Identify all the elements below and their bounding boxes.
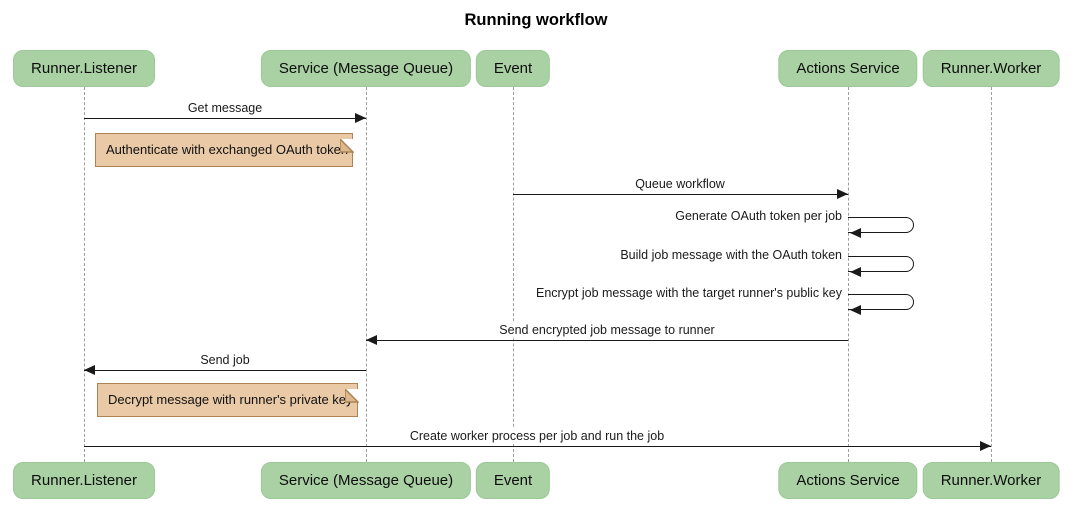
note-decrypt: Decrypt message with runner's private ke…: [97, 383, 360, 417]
note-fold-icon: [343, 383, 360, 403]
message-get-message-line: [84, 118, 366, 119]
lifeline-runner-listener: [84, 87, 85, 462]
message-build-job-self-loop: [848, 256, 914, 272]
participant-bottom-service-message-queue: Service (Message Queue): [260, 462, 472, 499]
message-send-encrypted-label: Send encrypted job message to runner: [496, 323, 718, 337]
message-send-job-label: Send job: [197, 353, 253, 367]
arrowhead-left-icon: [366, 335, 377, 345]
participant-top-service-message-queue: Service (Message Queue): [260, 50, 472, 87]
message-generate-oauth-label: Generate OAuth token per job: [675, 209, 842, 223]
message-get-message-label: Get message: [184, 101, 266, 115]
arrowhead-left-icon: [850, 305, 861, 315]
lifeline-runner-worker: [991, 87, 992, 462]
arrowhead-left-icon: [84, 365, 95, 375]
participant-top-actions-service: Actions Service: [778, 50, 918, 87]
participant-bottom-runner-worker: Runner.Worker: [922, 462, 1060, 499]
arrowhead-right-icon: [837, 189, 848, 199]
participant-bottom-actions-service: Actions Service: [778, 462, 918, 499]
participant-bottom-event: Event: [475, 462, 551, 499]
arrowhead-left-icon: [850, 228, 861, 238]
message-create-worker-label: Create worker process per job and run th…: [406, 429, 668, 443]
lifeline-service-message-queue: [366, 87, 367, 462]
arrowhead-left-icon: [850, 267, 861, 277]
arrowhead-right-icon: [355, 113, 366, 123]
message-create-worker-line: [84, 446, 991, 447]
note-fold-icon: [338, 133, 355, 153]
participant-top-runner-listener: Runner.Listener: [13, 50, 155, 87]
message-encrypt-job-self-loop: [848, 294, 914, 310]
message-queue-workflow-label: Queue workflow: [632, 177, 728, 191]
participant-top-event: Event: [475, 50, 551, 87]
note-decrypt-text: Decrypt message with runner's private ke…: [108, 392, 353, 407]
message-generate-oauth-self-loop: [848, 217, 914, 233]
note-authenticate: Authenticate with exchanged OAuth token: [95, 133, 355, 167]
message-send-encrypted-line: [366, 340, 848, 341]
arrowhead-right-icon: [980, 441, 991, 451]
lifeline-actions-service: [848, 87, 849, 462]
message-encrypt-job-label: Encrypt job message with the target runn…: [535, 286, 842, 300]
lifeline-event: [513, 87, 514, 462]
message-queue-workflow-line: [513, 194, 848, 195]
note-authenticate-text: Authenticate with exchanged OAuth token: [106, 142, 349, 157]
diagram-title: Running workflow: [464, 11, 608, 29]
participant-top-runner-worker: Runner.Worker: [922, 50, 1060, 87]
participant-bottom-runner-listener: Runner.Listener: [13, 462, 155, 499]
message-send-job-line: [84, 370, 366, 371]
message-build-job-label: Build job message with the OAuth token: [620, 248, 842, 262]
